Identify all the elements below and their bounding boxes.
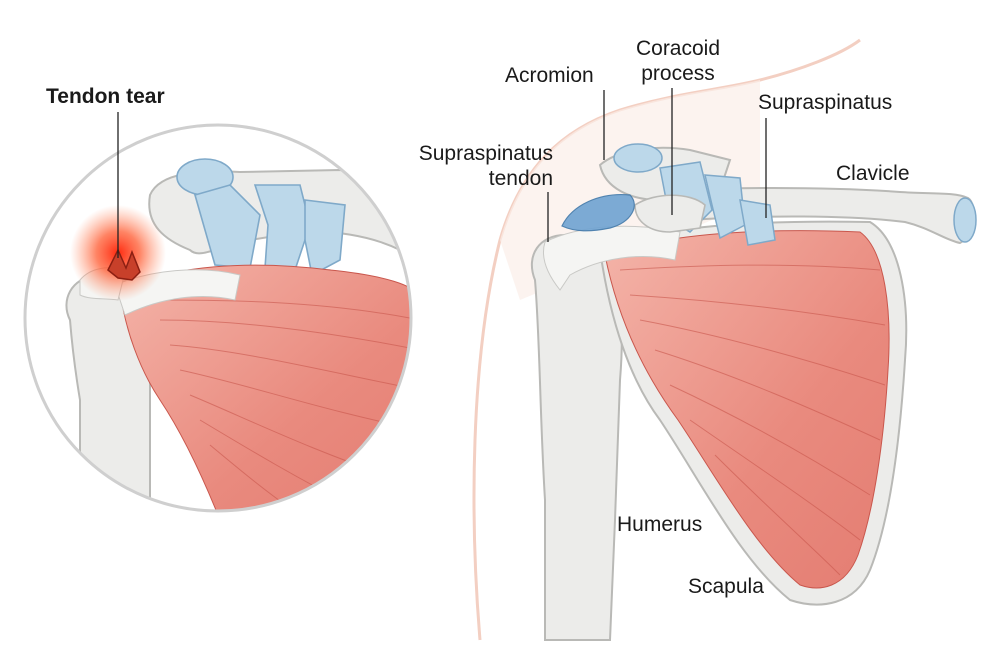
skin-outline [472, 38, 861, 641]
full-shoulder [472, 38, 977, 641]
zoom-circle [23, 123, 413, 513]
zoom-circle-outline [23, 123, 413, 513]
label-scapula: Scapula [688, 575, 764, 598]
labels: Tendon tear Acromion Coracoid process Su… [46, 37, 910, 598]
label-clavicle: Clavicle [836, 162, 910, 185]
label-supraspinatus: Supraspinatus [758, 91, 892, 114]
label-acromion: Acromion [505, 64, 594, 87]
label-supraspinatus-tendon-line2: tendon [489, 167, 553, 190]
rotator-muscle [604, 230, 890, 589]
tear-fray [107, 248, 141, 281]
label-supraspinatus-tendon-line1: Supraspinatus [419, 142, 553, 165]
coracoid-process-bone [634, 194, 706, 233]
label-coracoid-line1: Coracoid [636, 37, 720, 60]
label-humerus: Humerus [617, 513, 702, 536]
bursa [561, 193, 635, 232]
label-tendon-tear: Tendon tear [46, 85, 165, 108]
humerus-bone [530, 233, 623, 641]
label-coracoid-line2: process [641, 62, 715, 85]
